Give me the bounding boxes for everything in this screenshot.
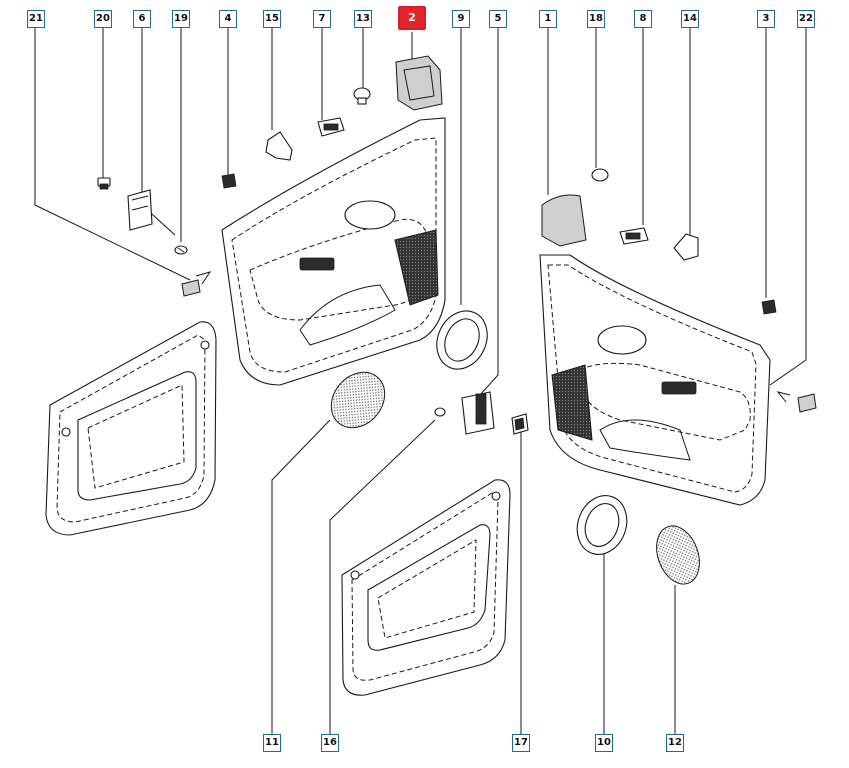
callout-10[interactable]: 10 bbox=[595, 734, 613, 752]
speaker-grille-part-12 bbox=[656, 525, 700, 585]
switch-part-5 bbox=[461, 391, 495, 435]
callout-7[interactable]: 7 bbox=[313, 10, 331, 28]
callout-21[interactable]: 21 bbox=[27, 10, 45, 28]
screw-part-16 bbox=[434, 407, 446, 417]
callout-14[interactable]: 14 bbox=[681, 10, 699, 28]
clip-part-4 bbox=[221, 173, 237, 189]
callout-8[interactable]: 8 bbox=[634, 10, 652, 28]
speaker-grille-part-11 bbox=[330, 371, 386, 429]
clip-part-3 bbox=[761, 299, 777, 315]
callout-17[interactable]: 17 bbox=[512, 734, 530, 752]
bracket-part-14 bbox=[673, 233, 699, 261]
leader-lines bbox=[34, 28, 807, 735]
callout-18[interactable]: 18 bbox=[587, 10, 605, 28]
callout-20[interactable]: 20 bbox=[94, 10, 112, 28]
callout-3[interactable]: 3 bbox=[757, 10, 775, 28]
trim-part-1 bbox=[541, 194, 587, 247]
bracket-part-15 bbox=[265, 131, 293, 161]
clip-part-17 bbox=[511, 413, 529, 435]
door-panel-left bbox=[221, 117, 446, 386]
callout-2-selected[interactable]: 2 bbox=[398, 6, 426, 30]
callout-11[interactable]: 11 bbox=[263, 734, 281, 752]
callout-22[interactable]: 22 bbox=[797, 10, 815, 28]
callout-1[interactable]: 1 bbox=[539, 10, 557, 28]
handle-part-8 bbox=[619, 227, 649, 245]
callout-5[interactable]: 5 bbox=[489, 10, 507, 28]
door-outer-panel-left bbox=[45, 321, 217, 536]
pad-part-22 bbox=[797, 393, 817, 413]
callout-12[interactable]: 12 bbox=[666, 734, 684, 752]
callout-16[interactable]: 16 bbox=[321, 734, 339, 752]
clip-part-13 bbox=[353, 87, 371, 105]
callout-9[interactable]: 9 bbox=[452, 10, 470, 28]
callout-19[interactable]: 19 bbox=[172, 10, 190, 28]
trim-part-2 bbox=[395, 55, 443, 111]
callout-4[interactable]: 4 bbox=[219, 10, 237, 28]
screw-part-19 bbox=[174, 245, 188, 255]
speaker-ring-part-10 bbox=[576, 495, 628, 555]
speaker-ring-part-9 bbox=[436, 310, 488, 370]
handle-part-7 bbox=[317, 117, 345, 137]
door-outer-panel-center bbox=[341, 479, 511, 696]
switch-part-6 bbox=[127, 189, 153, 231]
pad-part-21 bbox=[181, 279, 201, 297]
clip-part-20 bbox=[97, 177, 111, 190]
door-panel-right bbox=[539, 254, 771, 506]
callout-13[interactable]: 13 bbox=[354, 10, 372, 28]
callout-6[interactable]: 6 bbox=[133, 10, 151, 28]
callout-15[interactable]: 15 bbox=[263, 10, 281, 28]
clip-part-18 bbox=[591, 168, 609, 182]
